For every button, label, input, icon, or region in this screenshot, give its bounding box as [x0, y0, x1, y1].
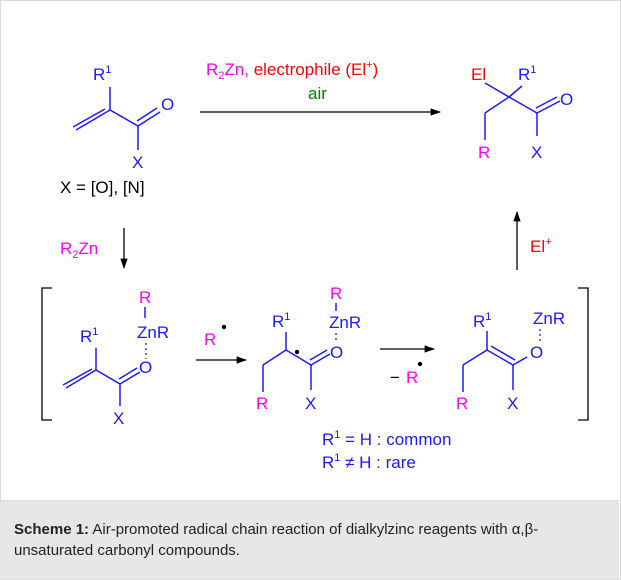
air-label: air: [308, 84, 327, 103]
enolate-x-label: X: [507, 394, 518, 413]
product-r1-label: R1: [518, 64, 536, 84]
enolate-oxygen-label: O: [530, 343, 543, 362]
zinc-enolate: [462, 331, 528, 392]
product-x-label: X: [531, 143, 542, 162]
product-el-label: El: [471, 65, 486, 84]
zinc-complex: [62, 307, 146, 406]
start-x-note: X = [O], [N]: [60, 178, 145, 197]
intermediate-r-bottom-label: R: [256, 394, 268, 413]
intermediate-r1-label: R1: [272, 311, 290, 331]
minus-radical-label: −R: [390, 368, 418, 387]
intermediate-oxygen-label: O: [330, 343, 343, 362]
caption-panel: Scheme 1: Air-promoted radical chain rea…: [0, 500, 619, 579]
radical-intermediate: [262, 303, 337, 392]
product: [484, 82, 561, 140]
top-reagents: R2Zn, electrophile (El+): [206, 59, 378, 82]
right-bracket: [578, 287, 589, 421]
start-x-label: X: [132, 153, 143, 172]
start-oxygen-label: O: [161, 95, 174, 114]
scheme-caption: Scheme 1: Air-promoted radical chain rea…: [14, 519, 604, 561]
complex-oxygen-label: O: [139, 358, 152, 377]
complex-znr-label: ZnR: [137, 323, 169, 342]
enolate-r-label: R: [456, 394, 468, 413]
carbon-radical-dot: [294, 349, 300, 355]
enolate-r1-label: R1: [473, 311, 491, 331]
reaction-scheme: R1 O X X = [O], [N] R2Zn, electrophile (…: [41, 59, 589, 472]
complex-r1-label: R1: [80, 326, 98, 346]
complex-x-label: X: [113, 409, 124, 428]
product-r-label: R: [478, 143, 490, 162]
note-common: R1 = H : common: [322, 429, 451, 449]
start-r1-label: R1: [93, 64, 111, 84]
note-rare: R1 ≠ H : rare: [322, 452, 416, 472]
intermediate-r-label: R: [330, 284, 342, 303]
radical-label: R: [204, 330, 216, 349]
complex-r-label: R: [139, 288, 151, 307]
leaving-radical-dot: [417, 361, 423, 367]
radical-dot: [221, 324, 227, 330]
down-reagent: R2Zn: [60, 239, 98, 261]
left-bracket: [41, 287, 52, 421]
up-reagent: El+: [530, 236, 552, 256]
starting-material: [72, 87, 161, 150]
enolate-znr-label: ZnR: [533, 309, 565, 328]
intermediate-znr-label: ZnR: [329, 313, 361, 332]
product-oxygen-label: O: [560, 90, 573, 109]
intermediate-x-label: X: [305, 394, 316, 413]
caption-text: Air-promoted radical chain reaction of d…: [14, 521, 539, 559]
caption-label: Scheme 1:: [14, 521, 90, 538]
